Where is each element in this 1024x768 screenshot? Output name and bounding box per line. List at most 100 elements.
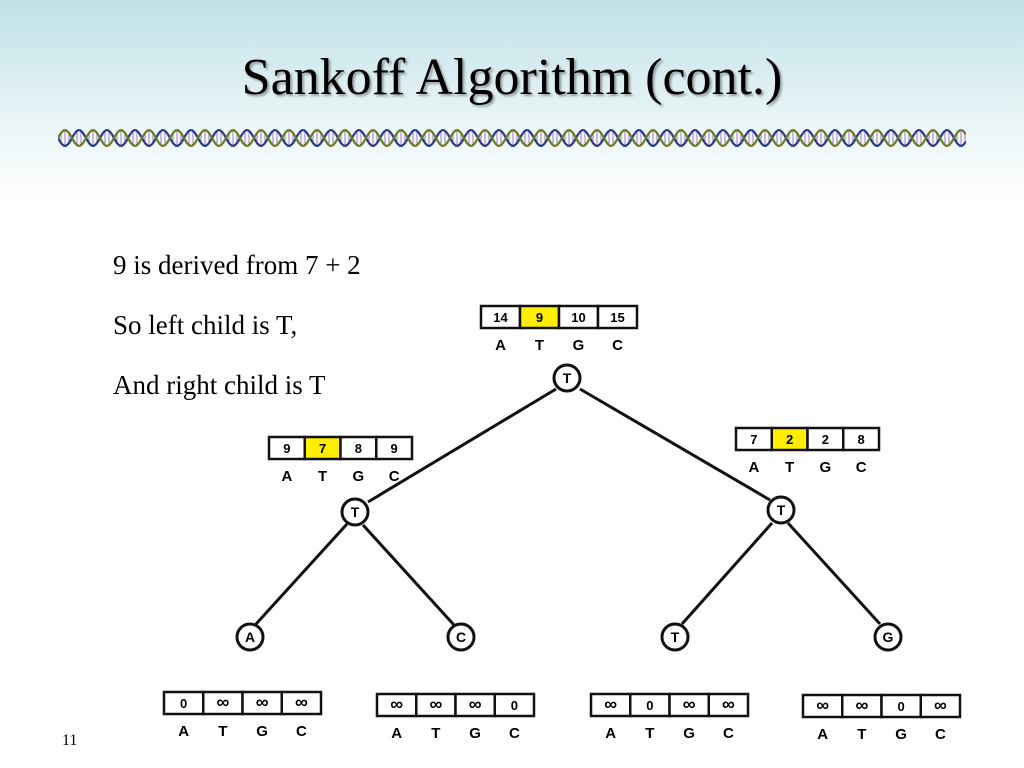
column-label: T <box>431 725 440 742</box>
column-label: C <box>935 726 946 743</box>
cost-value: 7 <box>750 432 757 447</box>
cost-table-leaf-t: ∞A0T∞G∞C <box>589 692 750 742</box>
cost-cell <box>280 690 323 716</box>
cost-value: 2 <box>786 432 793 447</box>
column-label: G <box>353 468 365 485</box>
cost-cell <box>375 435 414 461</box>
cost-value: 0 <box>511 698 518 713</box>
node-circle-leaf-a <box>235 622 265 652</box>
column-label: A <box>391 725 402 742</box>
cost-table-leaf-c: ∞ A ∞ T ∞ G 0C <box>375 692 536 742</box>
dna-divider <box>58 129 966 147</box>
note-line-2: So left child is T, <box>113 310 298 340</box>
cost-value: ∞ <box>295 692 308 712</box>
column-label: C <box>856 459 867 476</box>
cost-cell <box>707 692 750 718</box>
cost-value: 0 <box>180 696 187 711</box>
cost-cell <box>842 426 881 452</box>
cost-value: ∞ <box>855 695 868 715</box>
column-label: C <box>723 725 734 742</box>
column-label: C <box>296 723 307 740</box>
cost-value: ∞ <box>390 694 403 714</box>
note-line-3: And right child is T <box>113 370 326 400</box>
node-label-right: T <box>777 502 786 518</box>
column-label: G <box>573 337 585 354</box>
cost-cell <box>919 693 962 719</box>
node-circle-leaf-t <box>660 622 690 652</box>
node-label-leaf-c: C <box>456 629 466 645</box>
cost-cell <box>596 304 639 330</box>
column-label: A <box>817 726 828 743</box>
cost-value: 0 <box>646 698 653 713</box>
node-label-left: T <box>351 504 360 520</box>
cost-value: ∞ <box>683 694 696 714</box>
column-label: G <box>256 723 268 740</box>
node-circle-left <box>340 497 370 527</box>
cost-value: 8 <box>858 432 865 447</box>
cost-table-right: 7A 2T 2G 8C <box>734 426 881 476</box>
node-label-leaf-a: A <box>245 629 255 645</box>
node-circle-leaf-c <box>446 622 476 652</box>
slide-number: 11 <box>62 732 78 749</box>
column-label: C <box>389 468 400 485</box>
tree-edges <box>254 387 882 627</box>
cost-value: 9 <box>283 441 290 456</box>
cost-value: 0 <box>898 699 905 714</box>
node-circle-right <box>766 495 796 525</box>
column-label: T <box>645 725 654 742</box>
cost-value: ∞ <box>816 695 829 715</box>
cost-value: ∞ <box>604 694 617 714</box>
edge-left-leafc <box>361 523 456 627</box>
column-label: A <box>178 723 189 740</box>
cost-value: ∞ <box>722 694 735 714</box>
cost-value: 9 <box>391 441 398 456</box>
cost-cell <box>493 692 536 718</box>
cost-table-leaf-g: ∞ A ∞ T 0G ∞ C <box>801 693 962 743</box>
column-label: C <box>612 337 623 354</box>
cost-value: ∞ <box>429 694 442 714</box>
cost-value: 14 <box>493 310 508 325</box>
cost-value: 15 <box>610 310 624 325</box>
column-label: T <box>535 337 544 354</box>
tree-nodes: T T T A C T G <box>235 363 903 652</box>
cost-value: ∞ <box>934 695 947 715</box>
column-label: G <box>469 725 481 742</box>
notes: 9 is derived from 7 + 2 So left child is… <box>113 250 361 430</box>
edge-left-leafa <box>254 522 349 626</box>
node-label-leaf-t: T <box>671 629 680 645</box>
cost-value: 10 <box>571 310 585 325</box>
edge-root-left <box>367 387 557 504</box>
cost-table-root: 14A 9T 10G 15C <box>479 304 639 354</box>
node-circle-leaf-g <box>873 622 903 652</box>
node-label-leaf-g: G <box>883 629 894 645</box>
cost-value: ∞ <box>256 692 269 712</box>
node-label-root: T <box>563 370 572 386</box>
column-label: A <box>281 468 292 485</box>
column-label: T <box>218 723 227 740</box>
cost-tables: 14A9T10G15C9A7T8G9C7A2T2G8C0A∞T∞G∞C∞A∞T∞… <box>162 304 962 743</box>
column-label: C <box>509 725 520 742</box>
slide-title: Sankoff Algorithm (cont.) <box>241 49 783 106</box>
node-circle-root <box>552 363 582 393</box>
cost-value: 2 <box>822 432 829 447</box>
column-label: G <box>683 725 695 742</box>
dna-strand-a <box>58 129 966 147</box>
edge-right-leaft <box>680 522 774 625</box>
cost-value: 8 <box>355 441 362 456</box>
column-label: A <box>748 459 759 476</box>
column-label: G <box>820 459 832 476</box>
column-label: A <box>495 337 506 354</box>
cost-value: ∞ <box>216 692 229 712</box>
cost-value: 9 <box>536 310 543 325</box>
column-label: T <box>857 726 866 743</box>
cost-table-leaf-a: 0A ∞ T ∞ G ∞ C <box>162 690 323 740</box>
column-label: T <box>785 459 794 476</box>
note-line-1: 9 is derived from 7 + 2 <box>113 250 361 280</box>
cost-value: ∞ <box>469 694 482 714</box>
dna-strand-b <box>58 129 966 147</box>
edge-right-leafg <box>786 521 882 626</box>
edge-root-right <box>579 387 771 502</box>
column-label: G <box>895 726 907 743</box>
